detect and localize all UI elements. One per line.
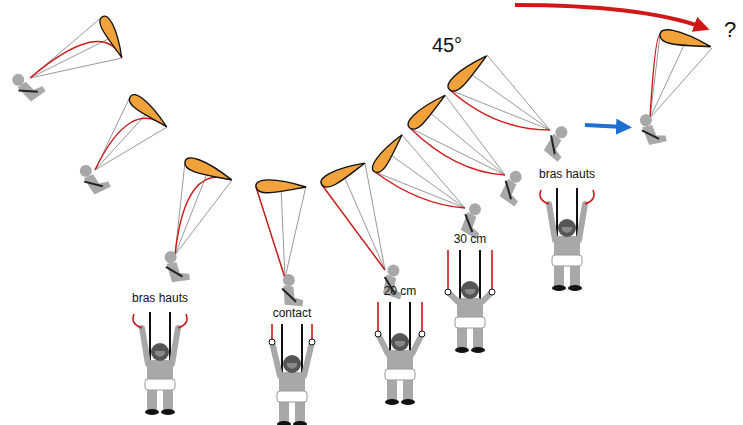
label: 30 cm [454, 233, 487, 246]
label: contact [273, 307, 312, 320]
wing-sequence [10, 14, 712, 306]
label: ? [724, 18, 736, 42]
label: bras hauts [132, 292, 188, 305]
motion-arrows [515, 5, 702, 127]
front-pilots [133, 188, 594, 425]
label: bras hauts [539, 168, 595, 181]
label: 20 cm [384, 285, 417, 298]
label: 45° [432, 34, 462, 56]
